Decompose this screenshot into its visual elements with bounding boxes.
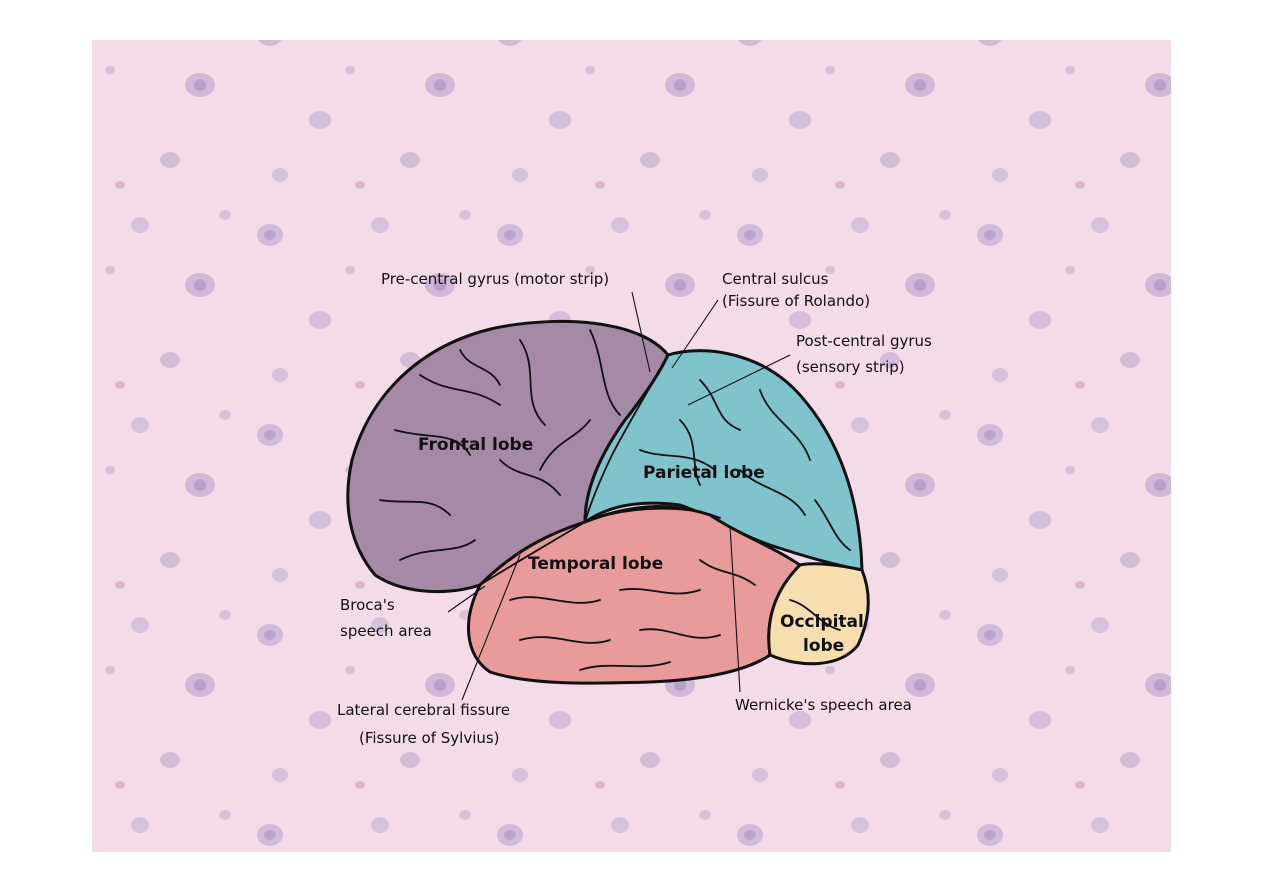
precentral-callout: Pre-central gyrus (motor strip): [381, 270, 609, 288]
temporal-lobe: [467, 505, 803, 685]
wernicke-leader: [729, 525, 741, 693]
lateral-fissure-callout-line2: (Fissure of Sylvius): [359, 729, 500, 747]
postcentral-callout-line2: (sensory strip): [796, 358, 905, 376]
occipital-lobe-label-line2: lobe: [803, 636, 844, 656]
broca-callout-line1: Broca's: [340, 596, 395, 614]
occipital-lobe: [767, 562, 870, 666]
parietal-lobe-label: Parietal lobe: [643, 463, 765, 483]
postcentral-callout-line1: Post-central gyrus: [796, 332, 932, 350]
gyri-lines: [379, 329, 851, 671]
postcentral-leader: [687, 354, 791, 406]
frontal-lobe-label: Frontal lobe: [418, 435, 533, 455]
broca-leader: [447, 585, 486, 613]
occipital-lobe-label-line1: Occipital: [780, 612, 864, 632]
central-sulcus-callout-line1: Central sulcus: [722, 270, 829, 288]
precentral-leader: [631, 291, 651, 373]
wernicke-callout: Wernicke's speech area: [735, 696, 912, 714]
central-sulcus-callout-line2: (Fissure of Rolando): [722, 292, 870, 310]
lateral-fissure-leader: [461, 554, 521, 701]
central-sulcus-leader: [671, 299, 719, 369]
temporal-lobe-label: Temporal lobe: [528, 554, 663, 574]
broca-callout-line2: speech area: [340, 622, 432, 640]
lateral-fissure-callout-line1: Lateral cerebral fissure: [337, 701, 510, 719]
